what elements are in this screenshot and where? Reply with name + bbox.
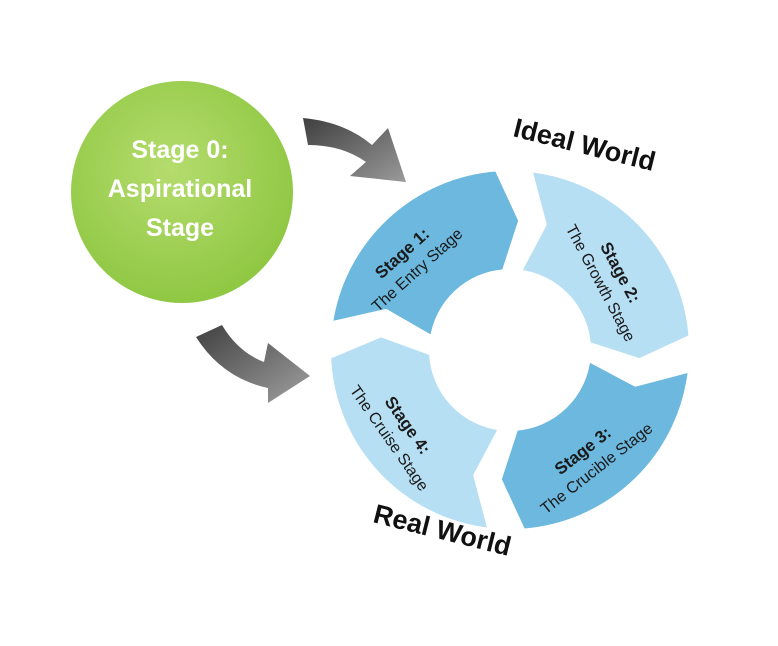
upper-curved-arrow-icon [303,118,406,182]
stage-1-segment [326,165,525,343]
stage-2-segment [515,165,695,365]
stage-ring [325,165,695,535]
stage-0-line-3: Stage [146,214,214,242]
stage-0-line-2: Aspirational [108,175,252,203]
stage-4-segment [325,331,505,535]
lower-curved-arrow-icon [196,325,310,403]
stage-0-line-1: Stage 0: [131,136,228,164]
stage-3-segment [495,355,695,535]
stage-0-circle: Stage 0: Aspirational Stage [71,81,293,303]
